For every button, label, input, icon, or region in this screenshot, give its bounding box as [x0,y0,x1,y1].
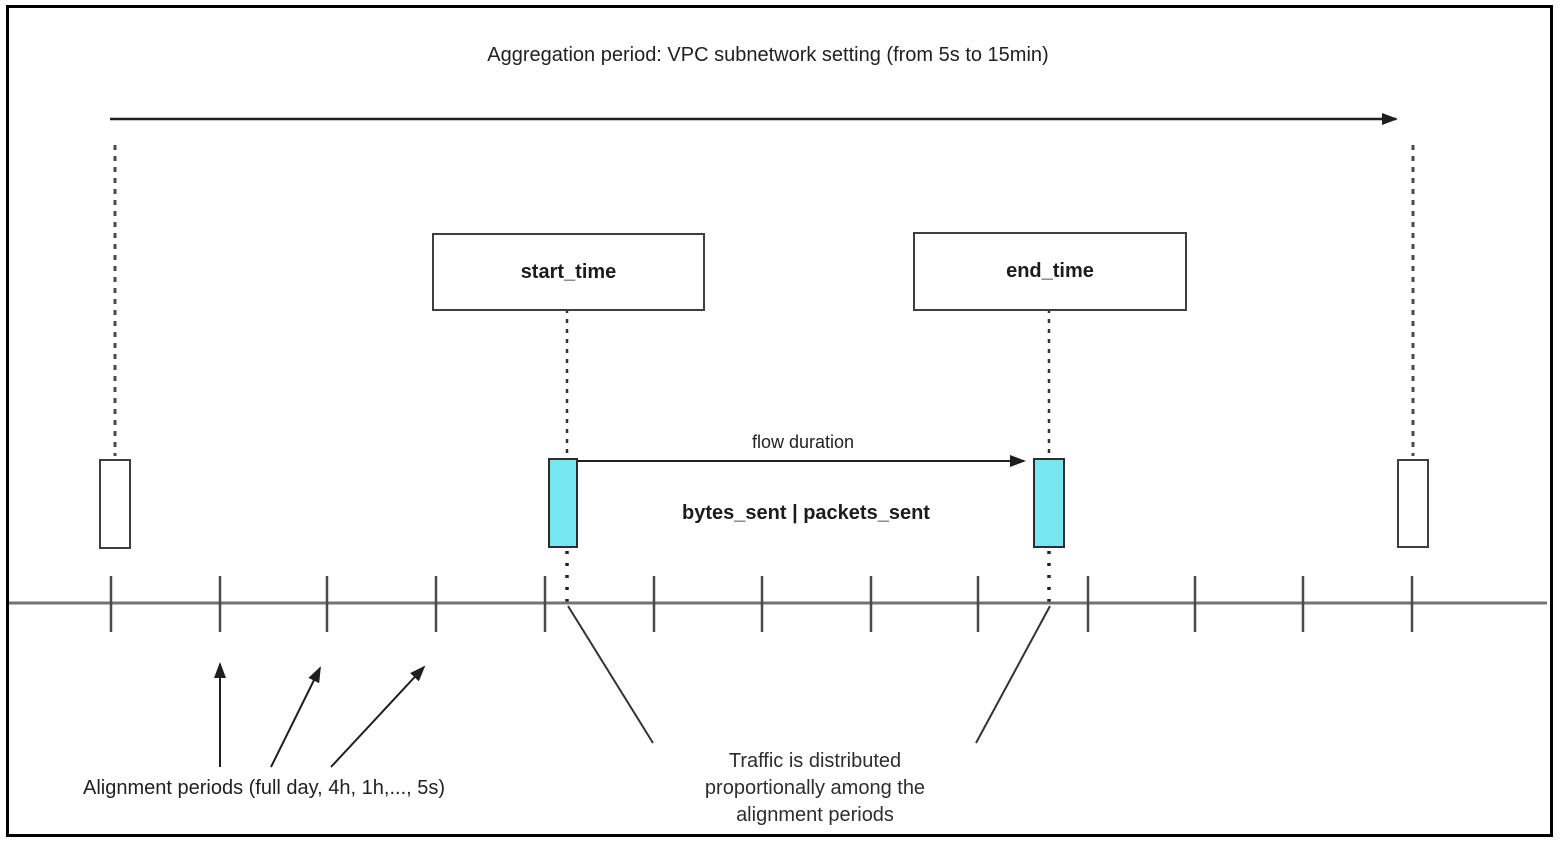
diagram-title: Aggregation period: VPC subnetwork setti… [487,44,1049,66]
traffic-note-line: proportionally among the [704,777,926,799]
left-period-marker [99,459,131,549]
flow-start-marker [548,458,578,548]
start-time-box: start_time [432,233,705,311]
alignment-arrow-3 [330,665,426,768]
traffic-callout-line-right [975,605,1051,744]
metrics-label: bytes_sent | packets_sent [682,502,930,524]
start-time-label: start_time [520,260,617,283]
traffic-note-line: Traffic is distributed [728,750,902,772]
alignment-periods-label: Alignment periods (full day, 4h, 1h,...,… [82,777,446,799]
traffic-note: Traffic is distributed proportionally am… [665,748,965,829]
end-time-box: end_time [913,232,1187,311]
alignment-arrow-2 [270,666,321,768]
diagram-frame-border [6,5,1553,837]
traffic-note-line: alignment periods [736,804,894,826]
traffic-callout-line-left [567,605,654,744]
flow-duration-label: flow duration [751,432,855,452]
right-period-marker [1397,459,1429,548]
end-time-label: end_time [1006,260,1094,282]
flow-end-marker [1033,458,1065,548]
